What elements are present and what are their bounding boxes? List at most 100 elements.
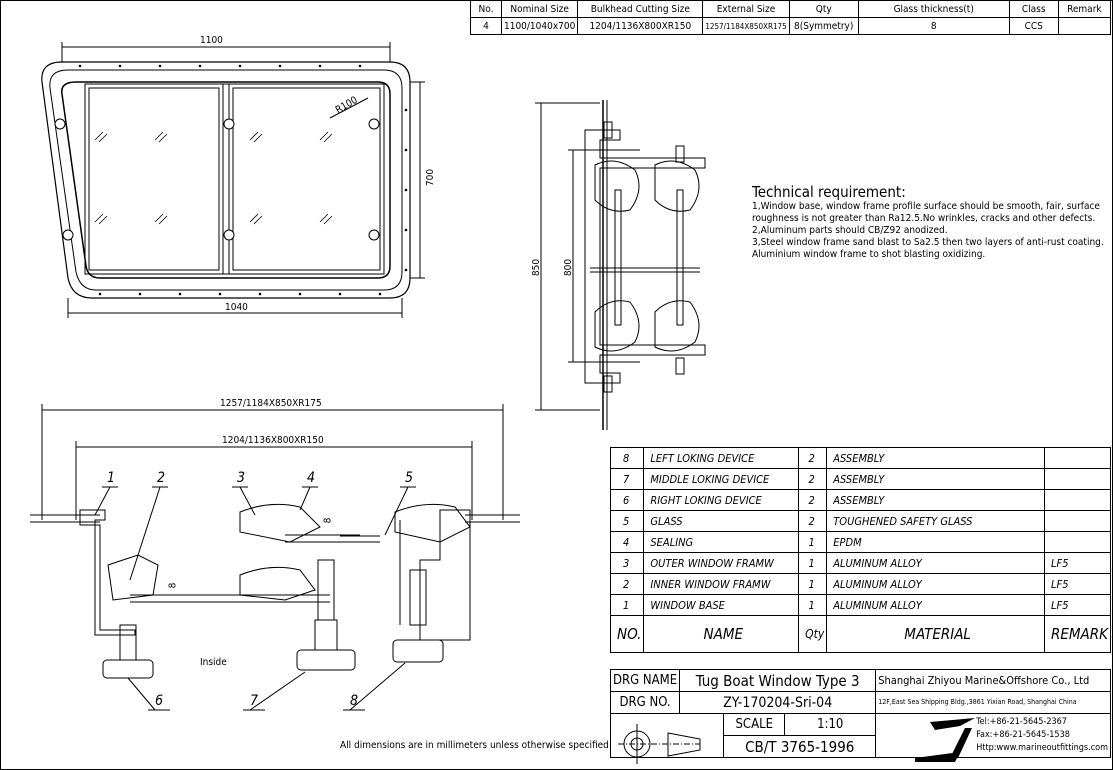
part-remark: [1044, 468, 1111, 490]
part-remark: [1044, 447, 1111, 469]
callout-7: 7: [250, 693, 259, 709]
dim-bottom: 1040: [225, 302, 248, 313]
part-qty: 2: [798, 468, 828, 490]
part-name: GLASS: [643, 510, 800, 532]
part-material: EPDM: [826, 531, 1045, 553]
company-fax: Fax:+86-21-5645-1538: [976, 730, 1070, 740]
plan-view: [30, 404, 520, 711]
part-material: ALUMINUM ALLOY: [826, 594, 1045, 616]
part-no: 7: [609, 468, 645, 490]
company-contact: Tel:+86-21-5645-2367 Fax:+86-21-5645-153…: [875, 713, 1111, 758]
part-material: ALUMINUM ALLOY: [826, 552, 1045, 574]
part-name: INNER WINDOW FRAMW: [643, 573, 800, 595]
spec-cell: 1100/1040x700: [500, 17, 579, 35]
callout-4: 4: [307, 470, 316, 486]
spec-cell: CCS: [1008, 17, 1059, 35]
callout-8: 8: [350, 693, 359, 709]
scale-label: SCALE: [723, 713, 786, 736]
part-name: RIGHT LOKING DEVICE: [643, 489, 800, 511]
section-view: [535, 100, 706, 430]
tech-req-line: 3,Steel window frame sand blast to Sa2.5…: [752, 237, 1104, 248]
spec-cell: [1057, 17, 1112, 35]
spec-table: No. Nominal Size Bulkhead Cutting Size E…: [470, 0, 1112, 35]
projection-symbol-cell: [609, 713, 725, 758]
dim-external: 1257/1184X850XR175: [220, 398, 322, 409]
callout-1: 1: [107, 470, 116, 486]
part-no: 2: [609, 573, 645, 595]
part-remark: LF5: [1044, 573, 1111, 595]
front-view: [41, 42, 425, 318]
tech-req-title: Technical requirement:: [752, 183, 906, 201]
part-qty: 2: [798, 447, 828, 469]
technical-requirement: Technical requirement: 1,Window base, wi…: [752, 183, 1104, 261]
part-qty: 1: [798, 594, 828, 616]
part-remark: [1044, 531, 1111, 553]
tech-req-line: roughness is not greater than Ra12.5.No …: [752, 213, 1096, 224]
header-remark: REMARK: [1044, 615, 1111, 653]
dim-850: 850: [531, 258, 543, 277]
callout-6: 6: [155, 693, 164, 709]
company-tel: Tel:+86-21-5645-2367: [976, 717, 1067, 727]
dim-cutting: 1204/1136X800XR150: [222, 435, 324, 446]
dim-800: 800: [563, 258, 575, 277]
dim-thickness: 8: [167, 582, 179, 589]
callout-3: 3: [237, 470, 246, 486]
spec-cell: 1204/1136X800XR150: [577, 17, 704, 35]
header-material: MATERIAL: [826, 615, 1045, 653]
dim-top: 1100: [200, 35, 223, 46]
part-qty: 1: [798, 573, 828, 595]
part-no: 4: [609, 531, 645, 553]
dimension-note: All dimensions are in millimeters unless…: [340, 740, 612, 751]
part-name: MIDDLE LOKING DEVICE: [643, 468, 800, 490]
part-material: ASSEMBLY: [826, 447, 1045, 469]
company-name: Shanghai Zhiyou Marine&Offshore Co., Ltd: [875, 669, 1111, 692]
company-web: Http:www.marineoutfittings.com: [976, 743, 1108, 753]
part-material: ASSEMBLY: [826, 489, 1045, 511]
part-material: TOUGHENED SAFETY GLASS: [826, 510, 1045, 532]
dim-thickness: 8: [322, 517, 334, 524]
company-address: 12F,East Sea Shipping Bldg.,3861 Yixian …: [875, 691, 1111, 714]
title-block: DRG NAME Tug Boat Window Type 3 Shanghai…: [609, 669, 1111, 758]
spec-cell: 8: [857, 17, 1010, 35]
standard: CB/T 3765-1996: [723, 735, 877, 758]
tech-req-line: Aluminium window frame to shot blasting …: [752, 249, 986, 260]
drg-no-label: DRG NO.: [609, 691, 681, 714]
tech-req-line: 2,Aluminum parts should CB/Z92 anodized.: [752, 225, 948, 236]
part-name: WINDOW BASE: [643, 594, 800, 616]
callout-2: 2: [157, 470, 166, 486]
part-name: LEFT LOKING DEVICE: [643, 447, 800, 469]
part-no: 8: [609, 447, 645, 469]
part-qty: 1: [798, 531, 828, 553]
part-remark: LF5: [1044, 552, 1111, 574]
part-name: OUTER WINDOW FRAMW: [643, 552, 800, 574]
inside-label: Inside: [200, 657, 227, 668]
part-name: SEALING: [643, 531, 800, 553]
spec-cell: 1257/1184X850XR175: [702, 17, 790, 35]
spec-row: 4 1100/1040x700 1204/1136X800XR150 1257/…: [470, 17, 1112, 35]
header-no: NO.: [609, 615, 645, 653]
part-no: 3: [609, 552, 645, 574]
part-qty: 2: [798, 489, 828, 511]
header-qty: Qty: [798, 615, 828, 653]
part-no: 1: [609, 594, 645, 616]
part-remark: [1044, 489, 1111, 511]
tech-req-line: 1,Window base, window frame profile surf…: [752, 201, 1100, 212]
header-name: NAME: [643, 615, 800, 653]
part-remark: LF5: [1044, 594, 1111, 616]
part-material: ALUMINUM ALLOY: [826, 573, 1045, 595]
drg-no: ZY-170204-Sri-04: [679, 691, 877, 714]
drg-name: Tug Boat Window Type 3: [679, 669, 877, 692]
part-no: 5: [609, 510, 645, 532]
spec-header-row: No. Nominal Size Bulkhead Cutting Size E…: [470, 0, 1112, 18]
part-remark: [1044, 510, 1111, 532]
